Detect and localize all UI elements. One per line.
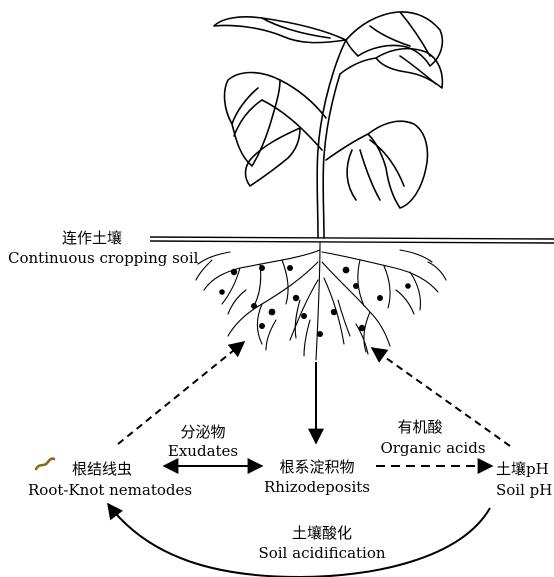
plant-branch-left bbox=[261, 99, 323, 151]
leaf-left-lower bbox=[244, 127, 301, 187]
organic-acids-label-zh: 有机酸 bbox=[397, 418, 443, 436]
plant-stem bbox=[316, 39, 347, 239]
leaf-right-mid bbox=[375, 47, 444, 89]
nematodes-label-en: Root-Knot nematodes bbox=[28, 481, 193, 499]
acidification-label-en: Soil acidification bbox=[258, 544, 386, 562]
arrow-soilph-to-roots bbox=[370, 347, 511, 447]
soil-ph-label-en: Soil pH bbox=[496, 481, 553, 499]
root-nodules bbox=[219, 265, 411, 337]
leaf-left bbox=[223, 71, 281, 167]
soil-label-zh: 连作土壤 bbox=[62, 229, 123, 247]
plant-branch-right bbox=[325, 133, 369, 161]
rhizodeposits-label-zh: 根系淀积物 bbox=[279, 458, 355, 476]
plant-illustration bbox=[213, 11, 444, 239]
exudates-label-en: Exudates bbox=[167, 442, 239, 460]
exudates-label-zh: 分泌物 bbox=[180, 423, 226, 441]
acidification-label-zh: 土壤酸化 bbox=[291, 524, 352, 542]
soil-surface bbox=[149, 236, 554, 244]
arrow-nematodes-to-roots bbox=[117, 340, 246, 445]
arrows bbox=[107, 340, 511, 577]
leaf-top-right bbox=[345, 11, 444, 67]
leaf-top-left bbox=[213, 16, 347, 44]
nematode-icon bbox=[34, 457, 56, 471]
soil-ph-label-zh: 土壤pH bbox=[496, 460, 549, 478]
root-system bbox=[195, 242, 447, 361]
arrow-soil-acidification bbox=[107, 502, 491, 577]
organic-acids-label-en: Organic acids bbox=[380, 439, 486, 457]
nematodes-label-zh: 根结线虫 bbox=[72, 460, 133, 478]
rhizodeposits-label-en: Rhizodeposits bbox=[263, 478, 371, 496]
leaf-right-lower bbox=[367, 120, 429, 209]
soil-label-en: Continuous cropping soil bbox=[8, 249, 199, 267]
